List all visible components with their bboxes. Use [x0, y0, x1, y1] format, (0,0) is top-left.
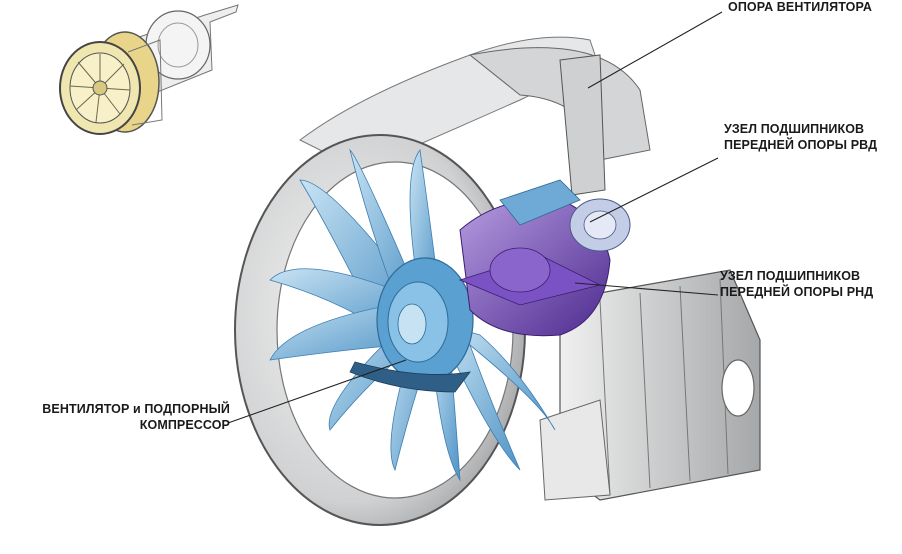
- bearing-core: [458, 179, 631, 337]
- leader-lpc-bearing: [574, 282, 719, 296]
- fan-hub: [349, 257, 474, 393]
- rear-casing: [539, 269, 761, 501]
- leader-fan-support: [587, 11, 723, 89]
- label-hpc-front-bearing: УЗЕЛ ПОДШИПНИКОВ ПЕРЕДНЕЙ ОПОРЫ РВД: [724, 121, 877, 153]
- fan-support-text: ОПОРА ВЕНТИЛЯТОРА: [728, 0, 872, 14]
- fan-booster-line-2: КОМПРЕССОР: [139, 418, 230, 432]
- leader-lines: [227, 11, 723, 424]
- label-fan-and-booster: ВЕНТИЛЯТОР и ПОДПОРНЫЙ КОМПРЕССОР: [14, 401, 230, 433]
- label-lpc-front-bearing: УЗЕЛ ПОДШИПНИКОВ ПЕРЕДНЕЙ ОПОРЫ РНД: [720, 268, 873, 300]
- lpc-bearing-line-2: ПЕРЕДНЕЙ ОПОРЫ РНД: [720, 285, 874, 299]
- hpc-bearing-line-1: УЗЕЛ ПОДШИПНИКОВ: [724, 122, 865, 136]
- hpc-bearing-line-2: ПЕРЕДНЕЙ ОПОРЫ РВД: [724, 138, 878, 152]
- label-fan-support: ОПОРА ВЕНТИЛЯТОРА: [728, 0, 872, 15]
- lpc-bearing-line-1: УЗЕЛ ПОДШИПНИКОВ: [720, 269, 861, 283]
- leader-hpc-bearing: [589, 157, 719, 223]
- leader-fan-booster: [227, 359, 407, 424]
- inset-engine-icon: [59, 4, 239, 135]
- fan-booster-line-1: ВЕНТИЛЯТОР и ПОДПОРНЫЙ: [42, 402, 230, 416]
